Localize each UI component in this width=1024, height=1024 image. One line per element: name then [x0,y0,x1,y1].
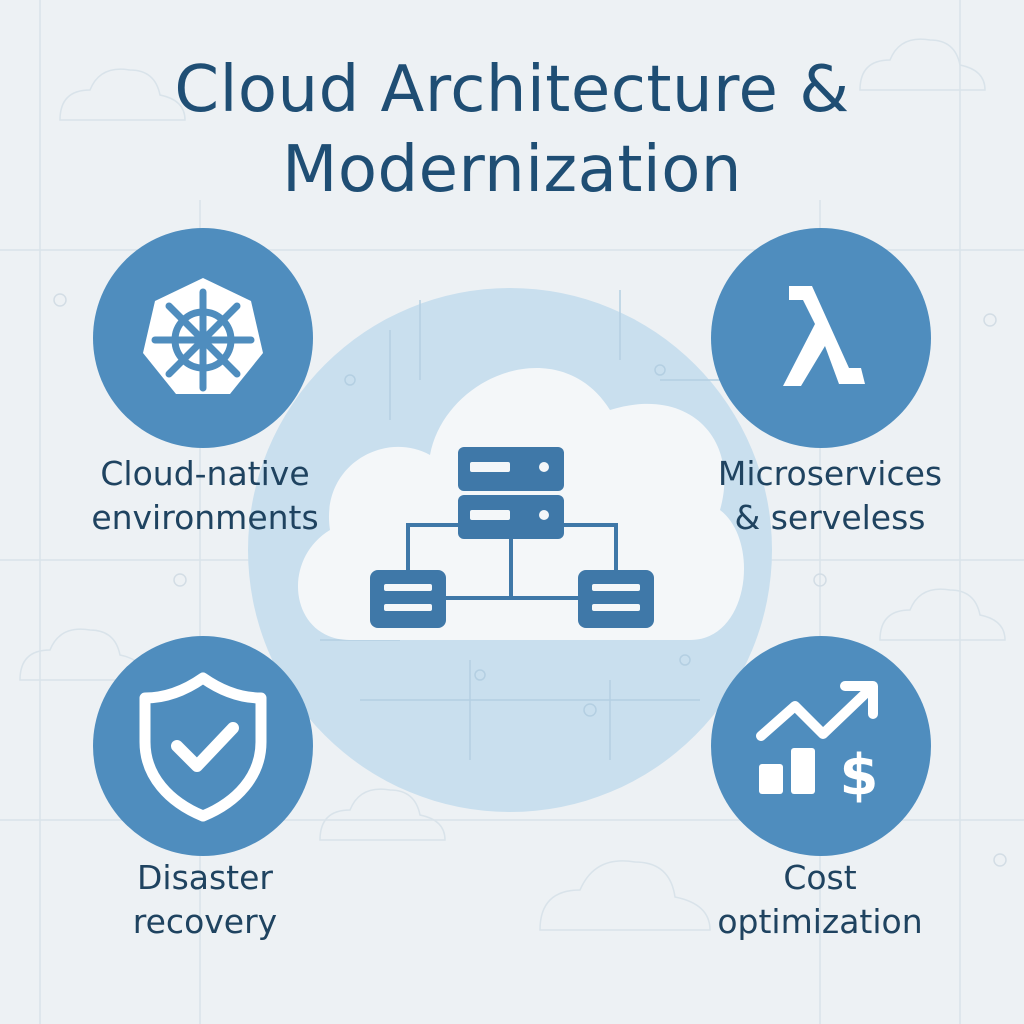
shield-check-icon [139,672,267,822]
feature-cloud-native [93,228,313,448]
feature-microservices [711,228,931,448]
feature-label-cost-optimization: Cost optimization [717,858,923,941]
feature-label-disaster-recovery: Disaster recovery [132,858,278,941]
feature-disaster-recovery [93,636,313,856]
feature-cost-optimization: $ [711,636,931,856]
lambda-icon [783,286,865,386]
hub-circuit-lines [320,290,740,760]
server-node-right [578,570,654,628]
server-unit-middle [458,495,564,539]
network-links [406,523,618,600]
chart-dollar-icon: $ [756,681,879,808]
feature-label-microservices: Microservices & serveless [717,454,943,537]
title-line-2: Modernization [282,133,742,207]
svg-text:$: $ [840,743,879,808]
title-line-1: Cloud Architecture & [174,53,850,127]
kubernetes-helm-icon [143,278,263,394]
page-title: Cloud Architecture & Modernization [0,50,1024,210]
server-node-left [370,570,446,628]
server-unit-top [458,447,564,491]
feature-label-cloud-native: Cloud-native environments [91,454,319,537]
